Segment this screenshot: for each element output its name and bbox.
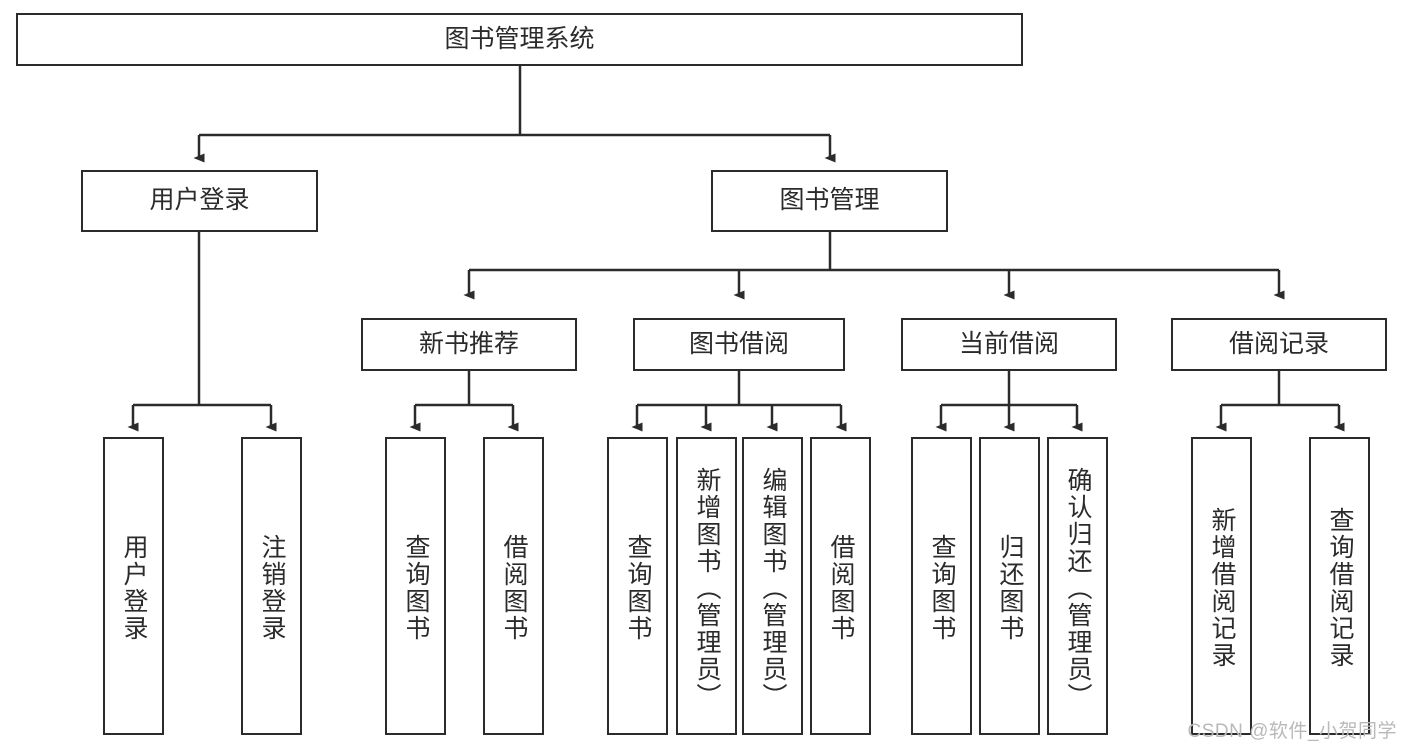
leaf-current-borrow-query-book[interactable]: 查询图书 <box>911 437 972 735</box>
node-label: 借阅记录 <box>1228 329 1329 358</box>
node-label: 新增图书（管理员） <box>693 466 721 710</box>
leaf-new-book-borrow-book[interactable]: 借阅图书 <box>483 437 544 735</box>
node-label: 查询图书 <box>402 534 430 642</box>
node-label: 图书管理 <box>779 186 880 215</box>
node-label: 查询借阅记录 <box>1326 507 1354 669</box>
node-label: 当前借阅 <box>958 329 1059 358</box>
node-label: 用户登录 <box>120 534 148 642</box>
node-book-management[interactable]: 图书管理 <box>711 170 948 232</box>
node-new-book-recommend[interactable]: 新书推荐 <box>361 318 577 371</box>
leaf-borrow-record-query-record[interactable]: 查询借阅记录 <box>1309 437 1370 735</box>
leaf-book-borrow-query-book[interactable]: 查询图书 <box>607 437 668 735</box>
node-book-borrow[interactable]: 图书借阅 <box>633 318 845 371</box>
node-user-login[interactable]: 用户登录 <box>81 170 318 232</box>
leaf-borrow-record-add-record[interactable]: 新增借阅记录 <box>1191 437 1252 735</box>
node-label: 归还图书 <box>996 534 1024 642</box>
node-label: 图书借阅 <box>688 329 789 358</box>
leaf-user-login-login[interactable]: 用户登录 <box>103 437 164 735</box>
leaf-user-login-logout[interactable]: 注销登录 <box>241 437 302 735</box>
node-label: 用户登录 <box>149 186 250 215</box>
node-label: 注销登录 <box>258 534 286 642</box>
node-label: 编辑图书（管理员） <box>759 466 787 710</box>
node-label: 确认归还（管理员） <box>1064 466 1092 710</box>
node-label: 借阅图书 <box>827 534 855 642</box>
node-label: 查询图书 <box>624 534 652 642</box>
leaf-current-borrow-confirm-return-admin[interactable]: 确认归还（管理员） <box>1047 437 1108 735</box>
node-label: 新书推荐 <box>418 329 519 358</box>
node-current-borrow[interactable]: 当前借阅 <box>901 318 1117 371</box>
node-label: 图书管理系统 <box>444 24 595 53</box>
leaf-book-borrow-add-book-admin[interactable]: 新增图书（管理员） <box>676 437 737 735</box>
node-label: 借阅图书 <box>500 534 528 642</box>
csdn-watermark: CSDN @软件_小贺同学 <box>1187 721 1397 742</box>
node-label: 新增借阅记录 <box>1208 507 1236 669</box>
node-borrow-record[interactable]: 借阅记录 <box>1171 318 1387 371</box>
leaf-book-borrow-borrow-book[interactable]: 借阅图书 <box>810 437 871 735</box>
leaf-new-book-query-book[interactable]: 查询图书 <box>385 437 446 735</box>
leaf-current-borrow-return-book[interactable]: 归还图书 <box>979 437 1040 735</box>
node-root-book-management-system[interactable]: 图书管理系统 <box>16 13 1023 66</box>
leaf-book-borrow-edit-book-admin[interactable]: 编辑图书（管理员） <box>742 437 803 735</box>
node-label: 查询图书 <box>928 534 956 642</box>
